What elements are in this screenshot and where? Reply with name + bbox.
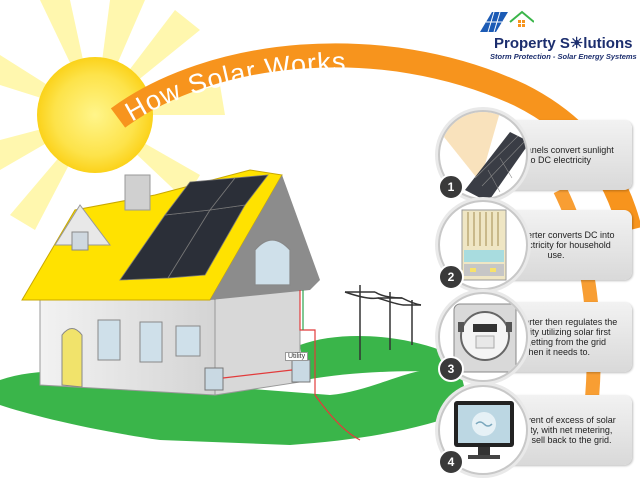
utility-meter-label: Utility <box>285 352 309 361</box>
meter-icon <box>438 292 528 382</box>
step-2: The inverter converts DC into AC electri… <box>438 200 634 290</box>
step-1: Solar panels convert sunlight into DC el… <box>438 110 634 200</box>
step-3-number: 3 <box>438 356 464 382</box>
step-3-text: The inverter then regulates the electric… <box>494 317 618 357</box>
step-4-text: In the event of excess of solar electric… <box>496 415 616 445</box>
step-3: The inverter then regulates the electric… <box>438 292 634 382</box>
solar-roof-logo-icon <box>480 10 534 33</box>
logo: Property S☀lutions Storm Protection - So… <box>470 8 638 68</box>
step-1-text: Solar panels convert sunlight into DC el… <box>498 145 614 165</box>
logo-tagline: Storm Protection - Solar Energy Systems <box>490 52 637 61</box>
step-2-number: 2 <box>438 264 464 290</box>
monitor-icon <box>438 385 528 475</box>
step-4: In the event of excess of solar electric… <box>438 385 634 475</box>
logo-name: Property S☀lutions <box>494 35 633 52</box>
step-4-number: 4 <box>438 449 464 475</box>
roof-solar-panels <box>119 174 269 281</box>
step-1-number: 1 <box>438 174 464 200</box>
step-2-text: The inverter converts DC into AC electri… <box>497 230 615 260</box>
